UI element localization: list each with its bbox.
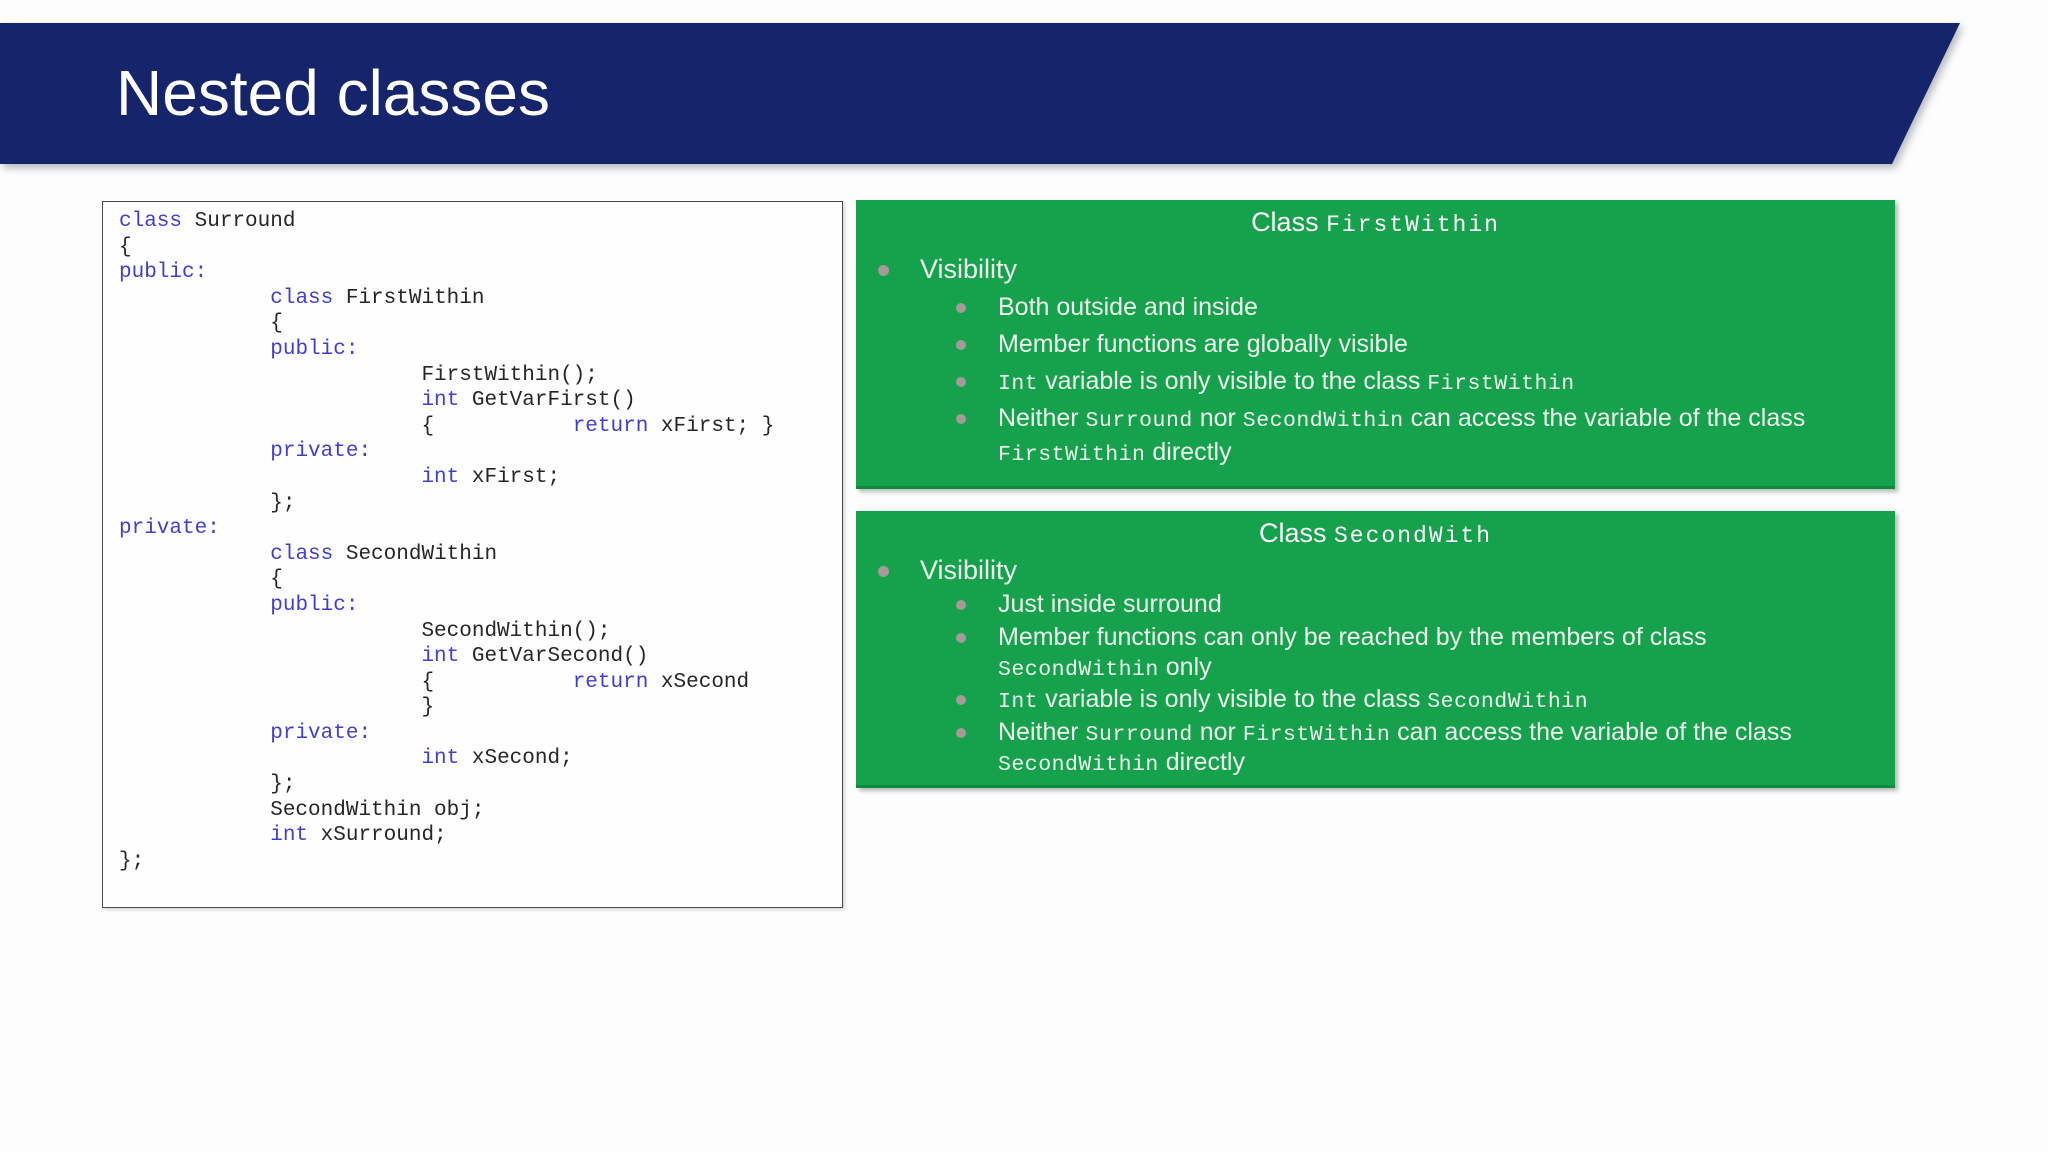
- code-line: FirstWithin();: [119, 363, 598, 387]
- panel-title-word: Class: [1258, 518, 1327, 548]
- secondwithin-panel-title: Class SecondWith: [856, 511, 1895, 549]
- bullet-item: Int variable is only visible to the clas…: [856, 363, 1895, 400]
- code-line: {: [119, 568, 283, 592]
- code-line: public:: [119, 261, 208, 285]
- code-line: };: [119, 491, 296, 515]
- code-line: { return xFirst; }: [119, 414, 775, 438]
- bullet-item: Neither Surround nor SecondWithin can ac…: [856, 400, 1895, 437]
- firstwithin-panel-title: Class FirstWithin: [856, 200, 1895, 238]
- code-line: }: [119, 696, 435, 720]
- bullet-item: Both outside and inside: [856, 289, 1895, 326]
- bullet-icon: [956, 727, 966, 738]
- bullet-item: Visibility: [856, 250, 1895, 289]
- bullet-item: Int variable is only visible to the clas…: [856, 683, 1895, 716]
- title-banner-wrap: Nested classes: [0, 0, 2048, 200]
- code-line: public:: [270, 337, 359, 361]
- code-panel: class Surround{public: class FirstWithin…: [102, 201, 843, 908]
- code-line: private:: [270, 440, 372, 464]
- panel-title-code: FirstWithin: [1326, 212, 1500, 238]
- bullet-item: Just inside surround: [856, 588, 1895, 621]
- code-line: SecondWithin obj;: [119, 798, 485, 822]
- bullet-item: Member functions are globally visible: [856, 326, 1895, 363]
- code-line: private:: [119, 517, 220, 541]
- bullet-icon: [956, 632, 966, 643]
- code-line: };: [119, 849, 145, 873]
- code-line: SecondWithin();: [119, 619, 611, 643]
- bullet-icon: [956, 413, 966, 424]
- slide-title: Nested classes: [116, 57, 550, 129]
- code-line: };: [119, 773, 296, 797]
- bullet-item: Visibility: [856, 553, 1895, 588]
- bullet-item: Neither Surround nor FirstWithin can acc…: [856, 716, 1895, 749]
- bullet-icon: [878, 264, 889, 276]
- bullet-icon: [956, 694, 966, 705]
- code-line: { return xSecond: [119, 670, 750, 694]
- bullet-continuation: SecondWithin directly: [998, 748, 1245, 778]
- bullet-icon: [956, 339, 966, 350]
- panel-title-word: Class: [1251, 207, 1319, 237]
- code-line: int xFirst;: [421, 465, 561, 489]
- code-line: int xSurround;: [270, 824, 447, 848]
- title-banner: Nested classes: [0, 23, 1960, 164]
- code-line: {: [119, 312, 283, 336]
- code-line: {: [119, 235, 132, 259]
- code-line: private:: [270, 721, 372, 745]
- panel-title-code: SecondWith: [1334, 523, 1493, 549]
- bullet-continuation: SecondWithin only: [998, 653, 1212, 683]
- code-line: class Surround: [119, 210, 296, 233]
- bullet-icon: [878, 565, 889, 577]
- code-line: int xSecond;: [421, 747, 573, 771]
- bullet-icon: [956, 302, 966, 313]
- bullet-item: Member functions can only be reached by …: [856, 621, 1895, 654]
- bullet-continuation: FirstWithin directly: [998, 438, 1232, 467]
- code-block: class Surround{public: class FirstWithin…: [119, 209, 842, 874]
- code-line: class SecondWithin: [270, 542, 498, 566]
- code-line: int GetVarFirst(): [421, 389, 636, 413]
- code-line: public:: [270, 593, 359, 617]
- bullet-icon: [956, 376, 966, 387]
- code-line: int GetVarSecond(): [421, 645, 649, 669]
- bullet-icon: [956, 599, 966, 610]
- code-line: class FirstWithin: [270, 286, 485, 310]
